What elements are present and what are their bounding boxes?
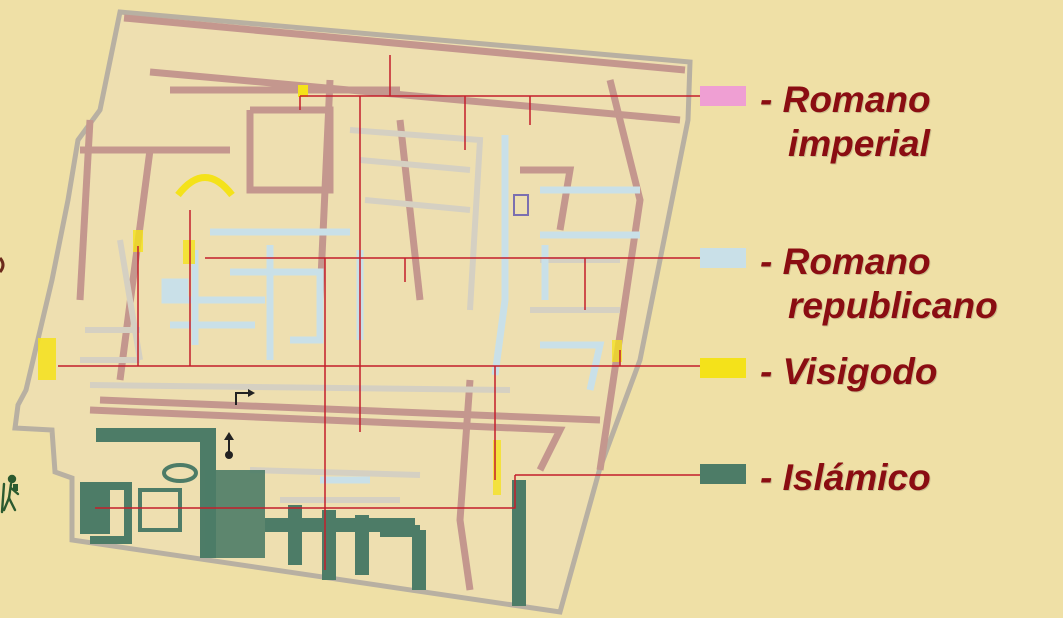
legend-label-romano-republicano: - Romano republicano [760,241,998,326]
islamic-structures [80,428,526,606]
arrow-right-icon [235,389,255,405]
legend-label-islamico: - Islámico [760,457,931,498]
legend-swatch-romano-republicano [700,248,746,268]
site-outline [12,9,693,615]
legend-swatch-islamico [700,464,746,484]
legend-swatch-romano-imperial [700,86,746,106]
legend-label-visigodo: - Visigodo [760,351,938,392]
legend-swatch-visigodo [700,358,746,378]
leader-lines [58,55,708,570]
hiker-icon [0,474,20,514]
legend-label-romano-imperial: - Romano imperial [760,79,931,164]
edge-mark [0,257,5,273]
ruins-detail [80,127,620,503]
imperial-structures [513,194,529,216]
roman-walls [76,14,686,591]
arrow-up-icon [224,432,234,459]
visigothic-structures [38,85,622,495]
